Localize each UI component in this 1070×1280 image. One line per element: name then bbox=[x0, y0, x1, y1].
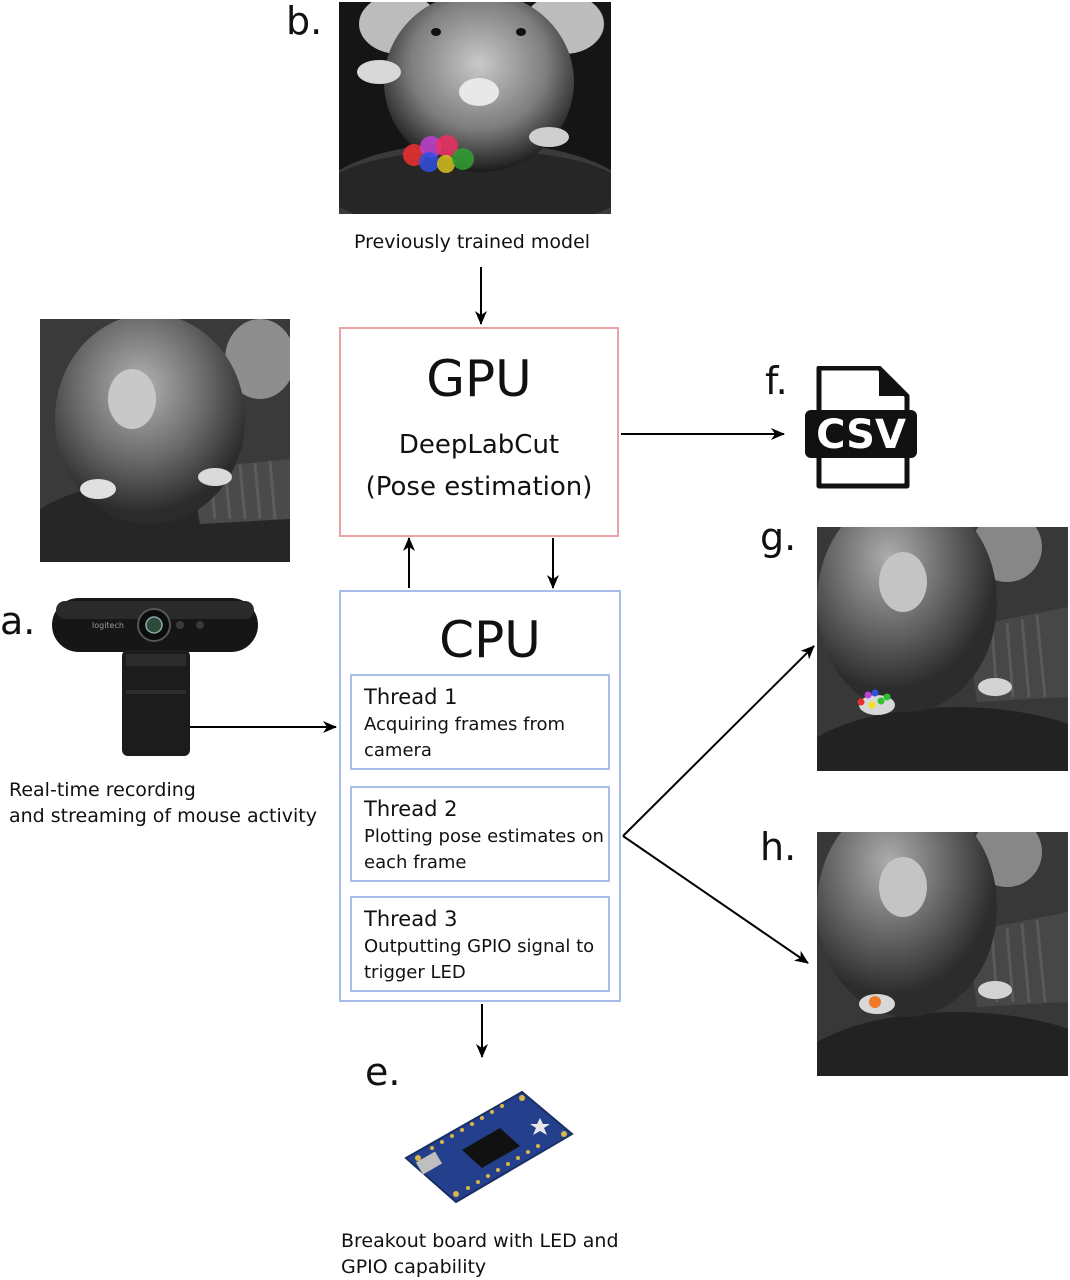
thread-3-name: Thread 3 bbox=[364, 907, 458, 931]
label-e: e. bbox=[365, 1050, 401, 1094]
gpu-box: GPU DeepLabCut (Pose estimation) bbox=[339, 327, 619, 537]
webcam-logo: logitech bbox=[92, 621, 124, 630]
thread-2-box: Thread 2 Plotting pose estimates on each… bbox=[350, 786, 610, 882]
trained-model-image bbox=[339, 2, 611, 214]
label-f: f. bbox=[765, 359, 788, 403]
breakout-board-image bbox=[402, 1088, 574, 1206]
label-h: h. bbox=[760, 825, 797, 869]
csv-text: CSV bbox=[816, 412, 906, 458]
thread-3-box: Thread 3 Outputting GPIO signal to trigg… bbox=[350, 896, 610, 992]
led-marker bbox=[869, 996, 881, 1008]
board-caption-line2: GPIO capability bbox=[341, 1256, 487, 1278]
csv-file-icon: CSV bbox=[805, 365, 917, 490]
mouse-live-image bbox=[40, 319, 290, 562]
arrow-cpu-to-pose-image bbox=[622, 645, 815, 837]
thread-1-box: Thread 1 Acquiring frames from camera bbox=[350, 674, 610, 770]
gpu-tool-name: DeepLabCut bbox=[398, 430, 560, 460]
camera-caption-line1: Real-time recording bbox=[9, 779, 196, 801]
gpu-tool-purpose: (Pose estimation) bbox=[365, 472, 593, 502]
label-b: b. bbox=[286, 0, 323, 43]
thread-3-desc: Outputting GPIO signal to trigger LED bbox=[364, 936, 595, 983]
camera-caption-line2: and streaming of mouse activity bbox=[9, 805, 317, 827]
webcam-image: logitech bbox=[52, 598, 260, 758]
thread-2-name: Thread 2 bbox=[364, 797, 458, 821]
label-g: g. bbox=[760, 515, 797, 559]
pose-estimate-image bbox=[817, 527, 1068, 771]
board-caption-line1: Breakout board with LED and bbox=[341, 1230, 619, 1252]
gpu-title: GPU bbox=[426, 350, 532, 408]
thread-1-name: Thread 1 bbox=[364, 685, 458, 709]
thread-2-desc: Plotting pose estimates on each frame bbox=[364, 826, 604, 873]
cpu-box: CPU Thread 1 Acquiring frames from camer… bbox=[339, 590, 621, 1002]
led-trigger-image bbox=[817, 832, 1068, 1076]
label-a: a. bbox=[0, 599, 36, 643]
cpu-title: CPU bbox=[439, 611, 541, 669]
model-caption: Previously trained model bbox=[354, 231, 591, 253]
thread-1-desc: Acquiring frames from camera bbox=[364, 714, 566, 761]
